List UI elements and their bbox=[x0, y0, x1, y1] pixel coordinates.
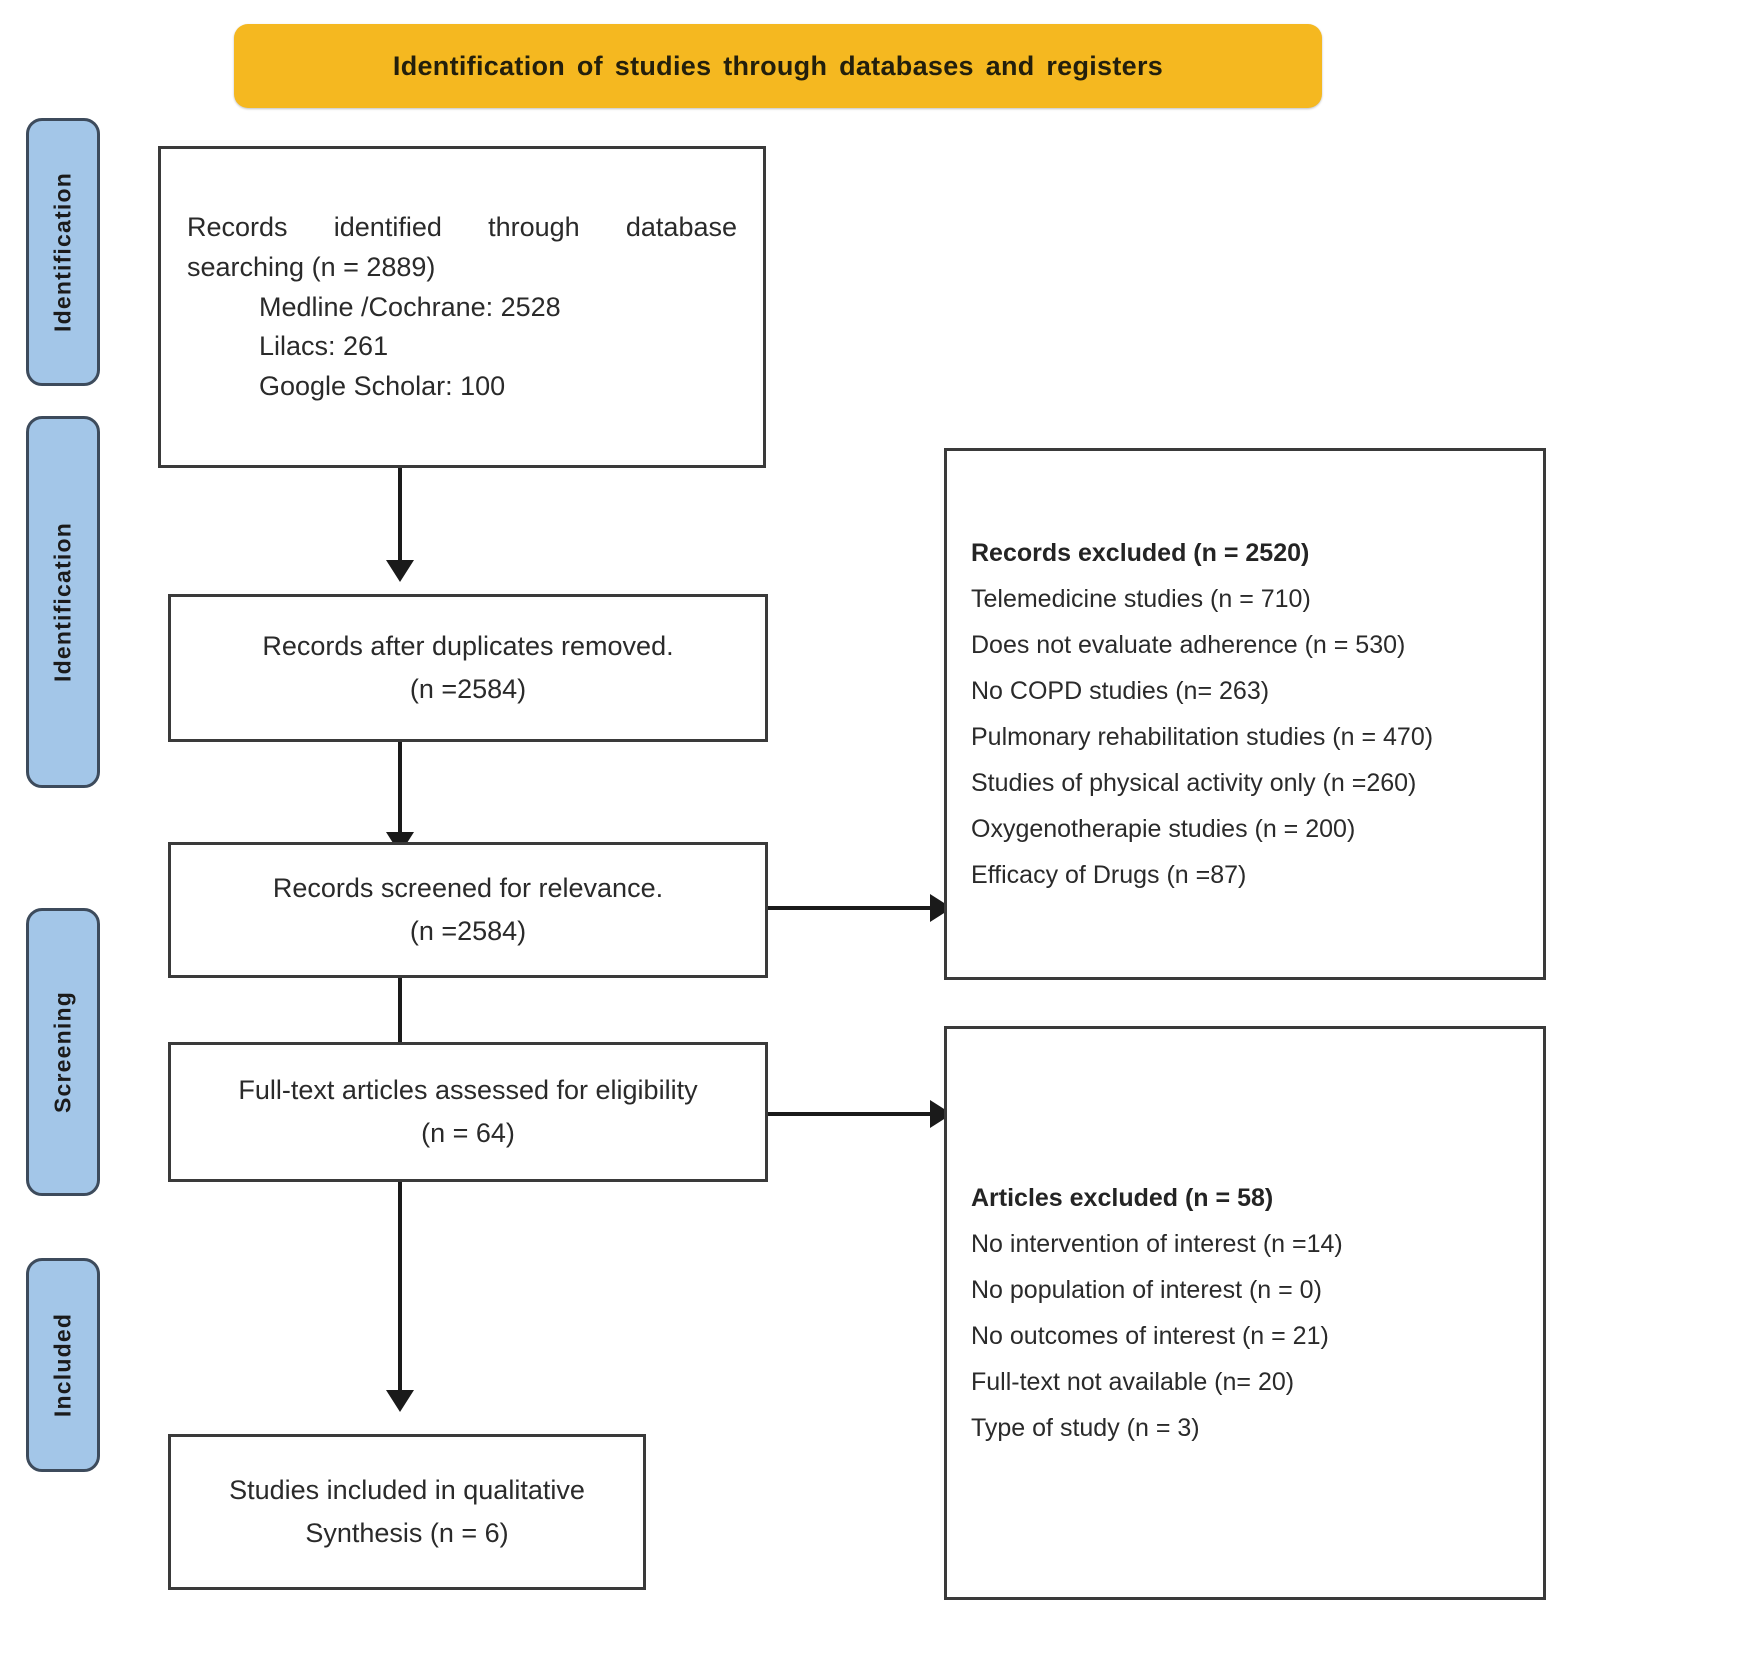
duplicates-removed-line1: Records after duplicates removed. bbox=[262, 630, 674, 661]
records-screened-line2: (n =2584) bbox=[409, 916, 527, 946]
stage-pill-identification-2: Identification bbox=[26, 416, 100, 788]
source-lilacs: Lilacs: 261 bbox=[259, 331, 389, 362]
stage-pill-label: Included bbox=[49, 1312, 76, 1418]
source-google-scholar: Google Scholar: 100 bbox=[259, 370, 506, 401]
records-excluded-item: Studies of physical activity only (n =26… bbox=[971, 768, 1417, 797]
stage-pill-label: Identification bbox=[49, 172, 76, 332]
studies-included-line1: Studies included in qualitative bbox=[229, 1474, 585, 1505]
stage-pill-included: Included bbox=[26, 1258, 100, 1472]
box-fulltext-assessed: Full-text articles assessed for eligibil… bbox=[168, 1042, 768, 1182]
arrowhead-fulltext-to-included bbox=[386, 1390, 414, 1412]
fulltext-assessed-line2: (n = 64) bbox=[421, 1118, 515, 1148]
articles-excluded-item: Type of study (n = 3) bbox=[971, 1413, 1200, 1442]
studies-included-line2: Synthesis (n = 6) bbox=[305, 1518, 509, 1548]
box-records-screened: Records screened for relevance. (n =2584… bbox=[168, 842, 768, 978]
records-identified-main: Records identified through database sear… bbox=[187, 212, 737, 283]
source-medline-cochrane: Medline /Cochrane: 2528 bbox=[259, 292, 561, 323]
articles-excluded-heading: Articles excluded (n = 58) bbox=[971, 1183, 1274, 1212]
box-studies-included: Studies included in qualitative Synthesi… bbox=[168, 1434, 646, 1590]
box-records-excluded: Records excluded (n = 2520) Telemedicine… bbox=[944, 448, 1546, 980]
records-excluded-heading: Records excluded (n = 2520) bbox=[971, 538, 1310, 567]
records-excluded-item: Oxygenotherapie studies (n = 200) bbox=[971, 814, 1356, 843]
connector-identified-to-duplicates bbox=[398, 468, 402, 564]
articles-excluded-item: No outcomes of interest (n = 21) bbox=[971, 1321, 1329, 1350]
duplicates-removed-line2: (n =2584) bbox=[409, 674, 527, 704]
diagram-title-banner: Identification of studies through databa… bbox=[234, 24, 1322, 108]
stage-pill-label: Screening bbox=[49, 990, 76, 1114]
records-excluded-item: No COPD studies (n= 263) bbox=[971, 676, 1270, 705]
box-duplicates-removed: Records after duplicates removed. (n =25… bbox=[168, 594, 768, 742]
stage-pill-label: Identification bbox=[49, 522, 76, 682]
articles-excluded-item: No population of interest (n = 0) bbox=[971, 1275, 1322, 1304]
articles-excluded-item: Full-text not available (n= 20) bbox=[971, 1367, 1295, 1396]
box-records-identified: Records identified through database sear… bbox=[158, 146, 766, 468]
connector-duplicates-to-screened bbox=[398, 742, 402, 836]
connector-screened-to-records-excluded bbox=[768, 906, 938, 910]
connector-screened-to-fulltext bbox=[398, 978, 402, 1062]
arrowhead-identified-to-duplicates bbox=[386, 560, 414, 582]
records-excluded-item: Telemedicine studies (n = 710) bbox=[971, 584, 1311, 613]
connector-fulltext-to-included bbox=[398, 1182, 402, 1394]
connector-fulltext-to-articles-excluded bbox=[768, 1112, 938, 1116]
stage-pill-identification-1: Identification bbox=[26, 118, 100, 386]
records-excluded-item: Pulmonary rehabilitation studies (n = 47… bbox=[971, 722, 1434, 751]
records-excluded-item: Efficacy of Drugs (n =87) bbox=[971, 860, 1247, 889]
records-screened-line1: Records screened for relevance. bbox=[272, 872, 664, 903]
articles-excluded-item: No intervention of interest (n =14) bbox=[971, 1229, 1343, 1258]
records-excluded-item: Does not evaluate adherence (n = 530) bbox=[971, 630, 1406, 659]
fulltext-assessed-line1: Full-text articles assessed for eligibil… bbox=[238, 1074, 698, 1105]
page-title: Identification of studies through databa… bbox=[392, 50, 1164, 81]
box-articles-excluded: Articles excluded (n = 58) No interventi… bbox=[944, 1026, 1546, 1600]
stage-pill-screening: Screening bbox=[26, 908, 100, 1196]
